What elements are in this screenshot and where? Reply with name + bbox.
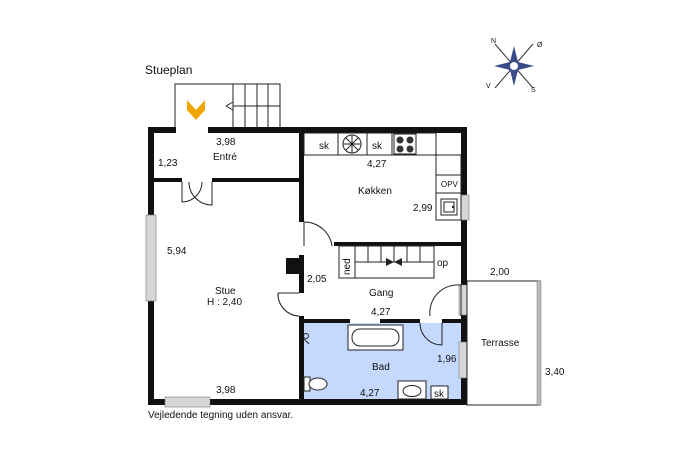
kitchen-depth: 2,99 <box>413 203 433 214</box>
bad-width: 4,27 <box>360 388 380 399</box>
kitchen-width: 4,27 <box>367 159 387 170</box>
disclaimer: Vejledende tegning uden ansvar. <box>148 410 293 421</box>
compass-south: S <box>531 87 536 94</box>
stue-width: 3,98 <box>216 385 236 396</box>
bath-cabinet <box>430 385 449 400</box>
kitchen-sk-1: sk <box>319 141 330 152</box>
shower-icon <box>303 333 310 345</box>
kitchen-sink-icon <box>440 198 458 216</box>
terrace-depth: 3,40 <box>545 367 565 378</box>
bad-depth: 1,96 <box>437 354 457 365</box>
bath-sink-icon <box>397 380 427 400</box>
door-swings <box>181 181 462 346</box>
entrance-door-gap <box>176 126 208 134</box>
plan-title: Stueplan <box>145 63 192 77</box>
bad-sk: sk <box>434 389 445 400</box>
entre-name: Entré <box>213 152 237 163</box>
gang-width: 4,27 <box>371 307 391 318</box>
entre-width: 3,98 <box>216 137 236 148</box>
bathtub <box>347 324 404 351</box>
stue-depth: 5,94 <box>167 246 187 257</box>
kitchen-name: Køkken <box>358 186 392 197</box>
gang-name: Gang <box>369 288 393 299</box>
stair-down-label: ned <box>342 258 353 275</box>
terrace-outline <box>466 280 541 406</box>
compass-north: N <box>491 38 496 45</box>
interior-walls <box>154 130 461 405</box>
gang-depth: 2,05 <box>307 274 327 285</box>
interior-stairs <box>338 245 435 279</box>
stove-icon <box>393 133 417 155</box>
kitchen-opv: OPV <box>441 180 459 189</box>
compass-icon: N Ø S V <box>486 38 543 94</box>
compass-west: V <box>486 83 491 90</box>
stue-name: Stue <box>215 286 236 297</box>
compass-east: Ø <box>537 42 543 49</box>
entre-depth: 1,23 <box>158 158 178 169</box>
toilet-icon <box>303 376 328 392</box>
room-labels: 3,98 Entré 1,23 sk sk 4,27 Køkken OPV 2,… <box>158 137 565 400</box>
entrance-arrow-icon <box>187 100 205 120</box>
dishwasher-fan-icon <box>342 134 362 154</box>
terrace-name: Terrasse <box>481 338 520 349</box>
stair-up-label: op <box>437 258 449 269</box>
entrance-stairs <box>174 83 281 129</box>
terrace-width: 2,00 <box>490 267 510 278</box>
terrace-railing <box>536 280 542 406</box>
windows <box>145 194 470 408</box>
kitchen-sk-2: sk <box>372 141 383 152</box>
stue-height: H : 2,40 <box>207 297 242 308</box>
bad-name: Bad <box>372 362 390 373</box>
